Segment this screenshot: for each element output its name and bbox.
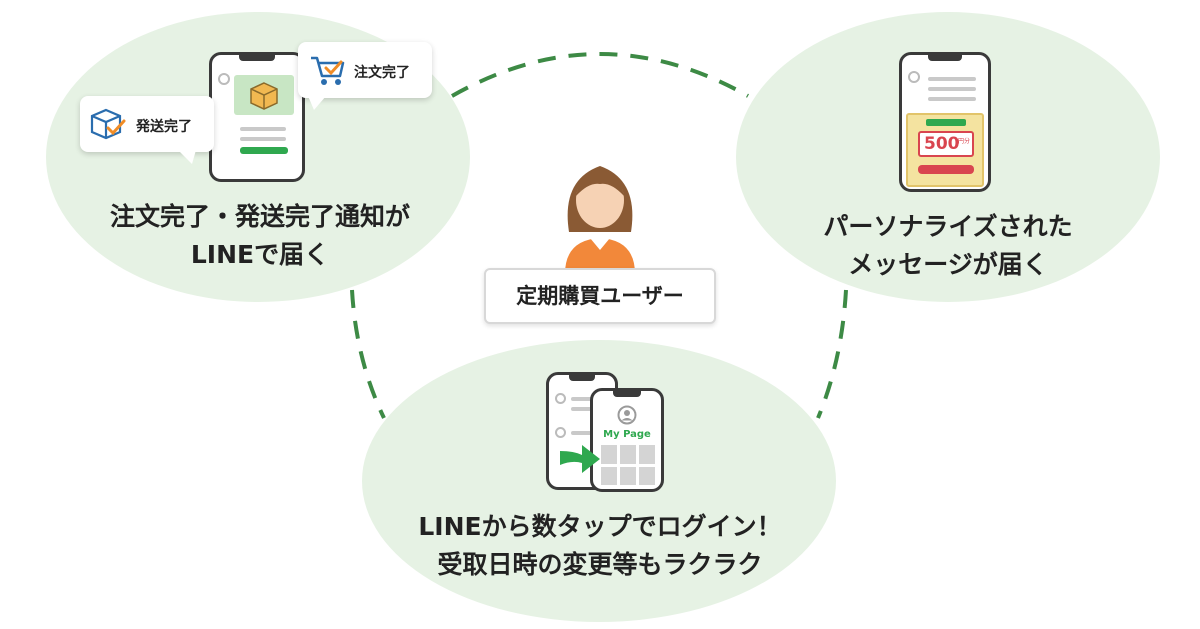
profile-icon [555,427,566,438]
caption-notifications: 注文完了・発送完了通知が LINEで届く [60,198,460,274]
bubble-tail [178,150,196,164]
caption-line: LINEから数タップでログイン！ [418,512,782,541]
box-check-icon [90,108,126,140]
package-card [234,75,294,115]
phone-notch [613,391,641,397]
action-bar [240,147,288,154]
bubble-order-label: 注文完了 [354,65,410,81]
phone-notch [568,375,596,381]
phone-notch [239,55,275,61]
coupon-box: 500 円分 [918,131,974,157]
caption-line: 注文完了・発送完了通知が [109,202,410,231]
arrow-right-icon [560,445,600,473]
cart-check-icon [311,56,345,85]
coupon-value: 500 [924,134,960,154]
caption-line: メッセージが届く [848,250,1048,279]
coupon-ribbon [926,119,966,126]
bubble-order-complete: 注文完了 [298,42,432,98]
grid-cell [620,445,636,464]
user-profile-icon [617,405,637,425]
coupon-button [918,165,974,174]
phone-notch [927,55,963,61]
caption-login: LINEから数タップでログイン！ 受取日時の変更等もラクラク [380,508,820,584]
profile-icon [218,73,230,85]
bubble-ship-complete: 発送完了 [80,96,214,152]
caption-line: 受取日時の変更等もラクラク [437,550,763,579]
user-label: 定期購買ユーザー [484,268,716,324]
caption-personalized: パーソナライズされた メッセージが届く [750,208,1146,284]
coupon-card: 500 円分 [906,113,984,187]
grid-cell [601,445,617,464]
text-line [928,97,976,101]
grid-cell [639,466,655,485]
text-line [928,87,976,91]
caption-line: パーソナライズされた [823,212,1073,241]
bubble-ship-label: 発送完了 [136,119,192,135]
grid-cell [601,466,617,485]
profile-icon [555,393,566,404]
coupon-unit: 円分 [958,138,971,145]
package-icon [250,82,278,110]
mypage-label: My Page [603,429,651,440]
bubble-tail [308,96,326,110]
phone-mypage: My Page [590,388,664,492]
text-line [240,137,286,141]
grid-cell [620,466,636,485]
phone-personalized: 500 円分 [899,52,991,192]
connector-top [451,52,749,98]
connector-right [816,289,848,419]
profile-icon [908,71,920,83]
phone-notifications [209,52,305,182]
text-line [928,77,976,81]
user-avatar-icon [565,166,635,274]
text-line [240,127,286,131]
menu-grid [601,445,655,485]
caption-line: LINEで届く [190,240,330,269]
connector-left [350,289,386,419]
grid-cell [639,445,655,464]
